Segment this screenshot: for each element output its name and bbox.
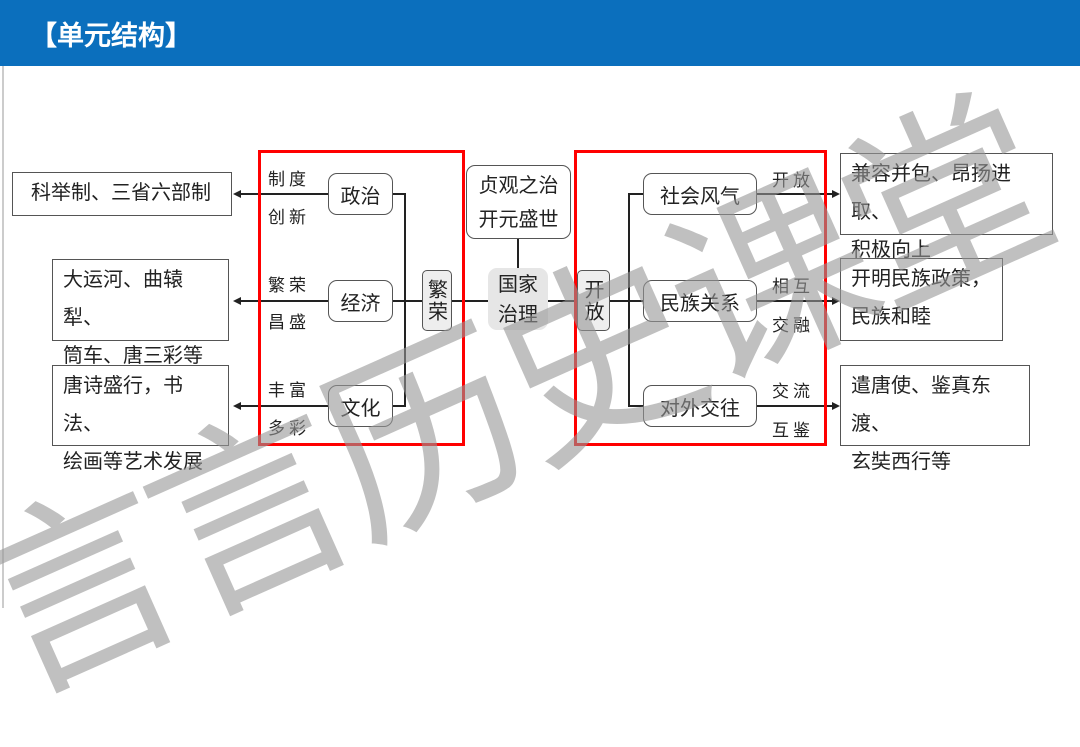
result-text: 开明民族政策， <box>851 266 991 290</box>
label: 丰富 <box>268 381 310 401</box>
node-culture: 文化 <box>328 385 393 427</box>
result-text: 玄奘西行等 <box>851 449 951 473</box>
node-ethnic-relations: 民族关系 <box>643 280 757 322</box>
result-text: 民族和睦 <box>851 304 931 328</box>
connector <box>548 300 577 302</box>
result-text: 兼容并包、昂扬进取、 <box>851 161 1011 223</box>
arrow-head-icon <box>832 402 840 410</box>
label: 互鉴 <box>772 421 814 441</box>
arrow-line <box>757 405 833 407</box>
arrow-line <box>240 405 328 407</box>
connector <box>393 405 405 407</box>
connector <box>393 193 405 195</box>
connector <box>628 193 630 407</box>
result-text: 绘画等艺术发展 <box>63 449 203 473</box>
connector <box>393 300 422 302</box>
result-box-politics: 科举制、三省六部制 <box>12 172 232 216</box>
connector <box>517 238 519 268</box>
result-text: 遣唐使、鉴真东渡、 <box>851 373 991 435</box>
result-text: 积极向上 <box>851 237 931 261</box>
result-text: 唐诗盛行，书法、 <box>63 373 183 435</box>
header-bar: 【单元结构】 <box>0 0 1080 66</box>
arrow-head-icon <box>832 297 840 305</box>
highlight-frame-prosperity <box>258 150 465 446</box>
result-box-culture: 唐诗盛行，书法、绘画等艺术发展 <box>52 365 229 473</box>
arrow-head-icon <box>233 402 241 410</box>
label: 繁荣 <box>268 276 310 296</box>
label: 交融 <box>772 316 814 336</box>
slide-edge <box>2 66 4 608</box>
era-text: 开元盛世 <box>478 207 559 231</box>
label: 开放 <box>772 171 814 191</box>
result-text: 科举制、三省六部制 <box>31 180 211 204</box>
label: 相互 <box>772 277 814 297</box>
label: 交流 <box>772 382 814 402</box>
connector <box>628 405 643 407</box>
node-foreign-exchange: 对外交往 <box>643 385 757 427</box>
node-economy: 经济 <box>328 280 393 322</box>
core-box: 国家治理 <box>488 268 548 330</box>
label: 创新 <box>268 208 310 228</box>
arrow-head-icon <box>233 190 241 198</box>
result-box-economy: 大运河、曲辕犁、筒车、唐三彩等 <box>52 259 229 367</box>
arrow-line <box>240 300 328 302</box>
connector <box>451 300 488 302</box>
node-politics: 政治 <box>328 173 393 215</box>
arrow-head-icon <box>832 190 840 198</box>
arrow-line <box>757 300 833 302</box>
connector <box>610 300 643 302</box>
result-box-social: 兼容并包、昂扬进取、积极向上 <box>840 153 1053 261</box>
node-social-customs: 社会风气 <box>643 173 757 215</box>
arrow-line <box>240 193 328 195</box>
hub-prosperity: 繁荣 <box>422 270 452 331</box>
result-text: 大运河、曲辕犁、 <box>63 267 183 329</box>
core-text: 国家 <box>498 272 538 296</box>
arrow-head-icon <box>233 297 241 305</box>
result-box-foreign: 遣唐使、鉴真东渡、玄奘西行等 <box>840 365 1030 473</box>
label: 制度 <box>268 170 310 190</box>
label: 多彩 <box>268 419 310 439</box>
arrow-line <box>757 193 833 195</box>
header-title: 【单元结构】 <box>30 21 192 52</box>
era-box: 贞观之治开元盛世 <box>466 165 571 239</box>
result-box-ethnic: 开明民族政策， 民族和睦 <box>840 258 1003 341</box>
connector <box>628 193 643 195</box>
label: 昌盛 <box>268 313 310 333</box>
core-text: 治理 <box>498 302 538 326</box>
era-text: 贞观之治 <box>478 173 559 197</box>
result-text: 筒车、唐三彩等 <box>63 343 203 367</box>
hub-openness: 开放 <box>577 270 610 331</box>
highlight-frame-openness <box>574 150 827 446</box>
